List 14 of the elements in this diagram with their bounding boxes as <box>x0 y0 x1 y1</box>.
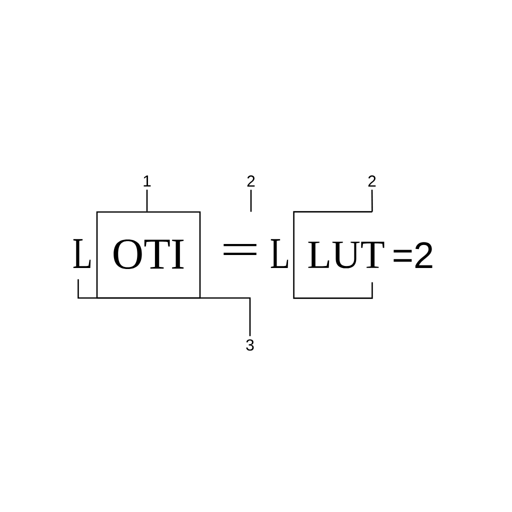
leader-line <box>250 190 252 212</box>
letter-label: L <box>270 239 288 268</box>
callout-number: 2 <box>368 175 376 187</box>
callout-number: 2 <box>247 175 255 187</box>
equation-text: =2 <box>394 242 432 268</box>
leader-line <box>371 190 373 212</box>
connector-line <box>78 279 251 336</box>
leader-line <box>146 190 148 212</box>
letter-label: L <box>73 239 91 268</box>
equals-sign: = <box>224 244 256 255</box>
text-box: OTI <box>96 211 201 299</box>
bracket-box: LUT <box>293 211 384 299</box>
callout-number: 1 <box>144 176 151 186</box>
callout-number: 3 <box>246 339 254 351</box>
